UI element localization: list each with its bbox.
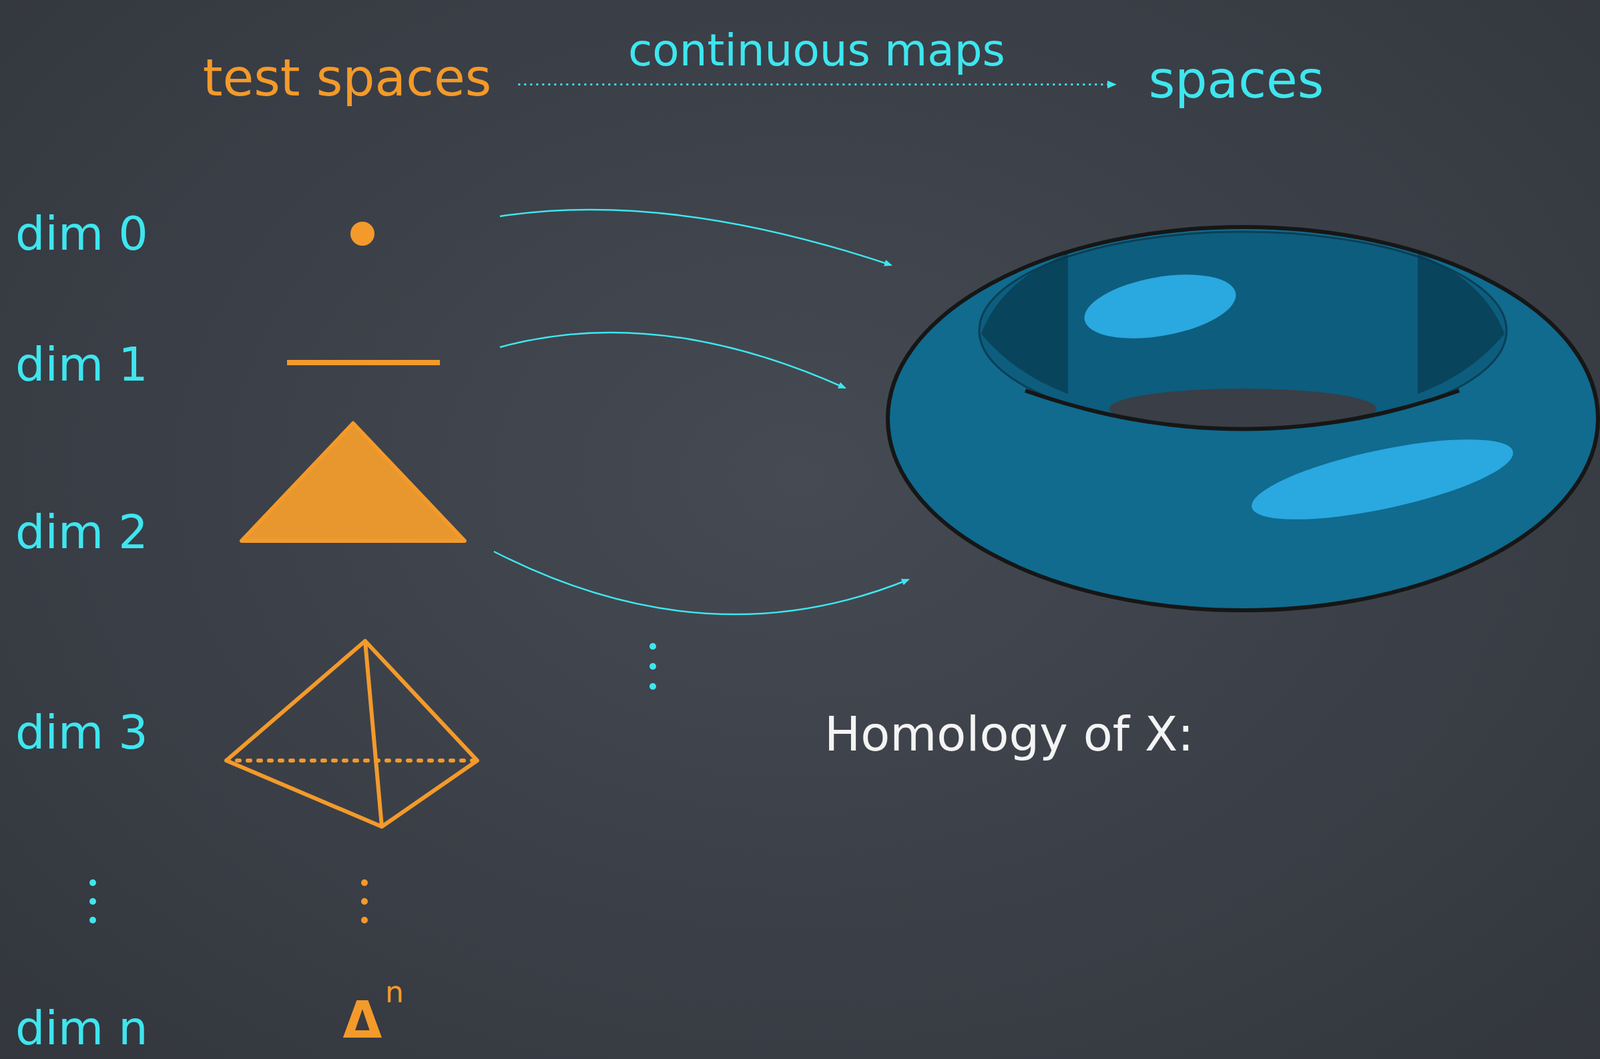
segment-1-simplex xyxy=(287,359,440,366)
edge-label: continuous maps xyxy=(628,26,1006,76)
dimension-label: dim 2 xyxy=(15,506,149,559)
dotted-arrow xyxy=(517,83,1115,86)
map-arrows xyxy=(493,209,909,615)
tetrahedron-3-simplex xyxy=(226,640,478,827)
heading-text: test spaces xyxy=(202,50,492,107)
torus xyxy=(887,226,1598,611)
heading-text: spaces xyxy=(1148,52,1325,109)
heading-test-spaces: test spaces xyxy=(202,50,492,107)
heading-spaces: spaces xyxy=(1148,52,1325,109)
superscript: n xyxy=(385,975,404,1008)
homology-caption: Homology of X: xyxy=(824,707,1195,761)
point-0-simplex xyxy=(350,221,375,246)
dimension-label: dim 1 xyxy=(15,339,149,391)
simplex-symbol: Δ xyxy=(343,991,383,1048)
dimension-label: dim n xyxy=(15,1002,149,1054)
dimension-label: dim 0 xyxy=(15,208,149,260)
dimension-label: dim 3 xyxy=(15,706,149,759)
triangle-2-simplex xyxy=(241,423,465,541)
vertical-ellipsis xyxy=(89,642,657,924)
